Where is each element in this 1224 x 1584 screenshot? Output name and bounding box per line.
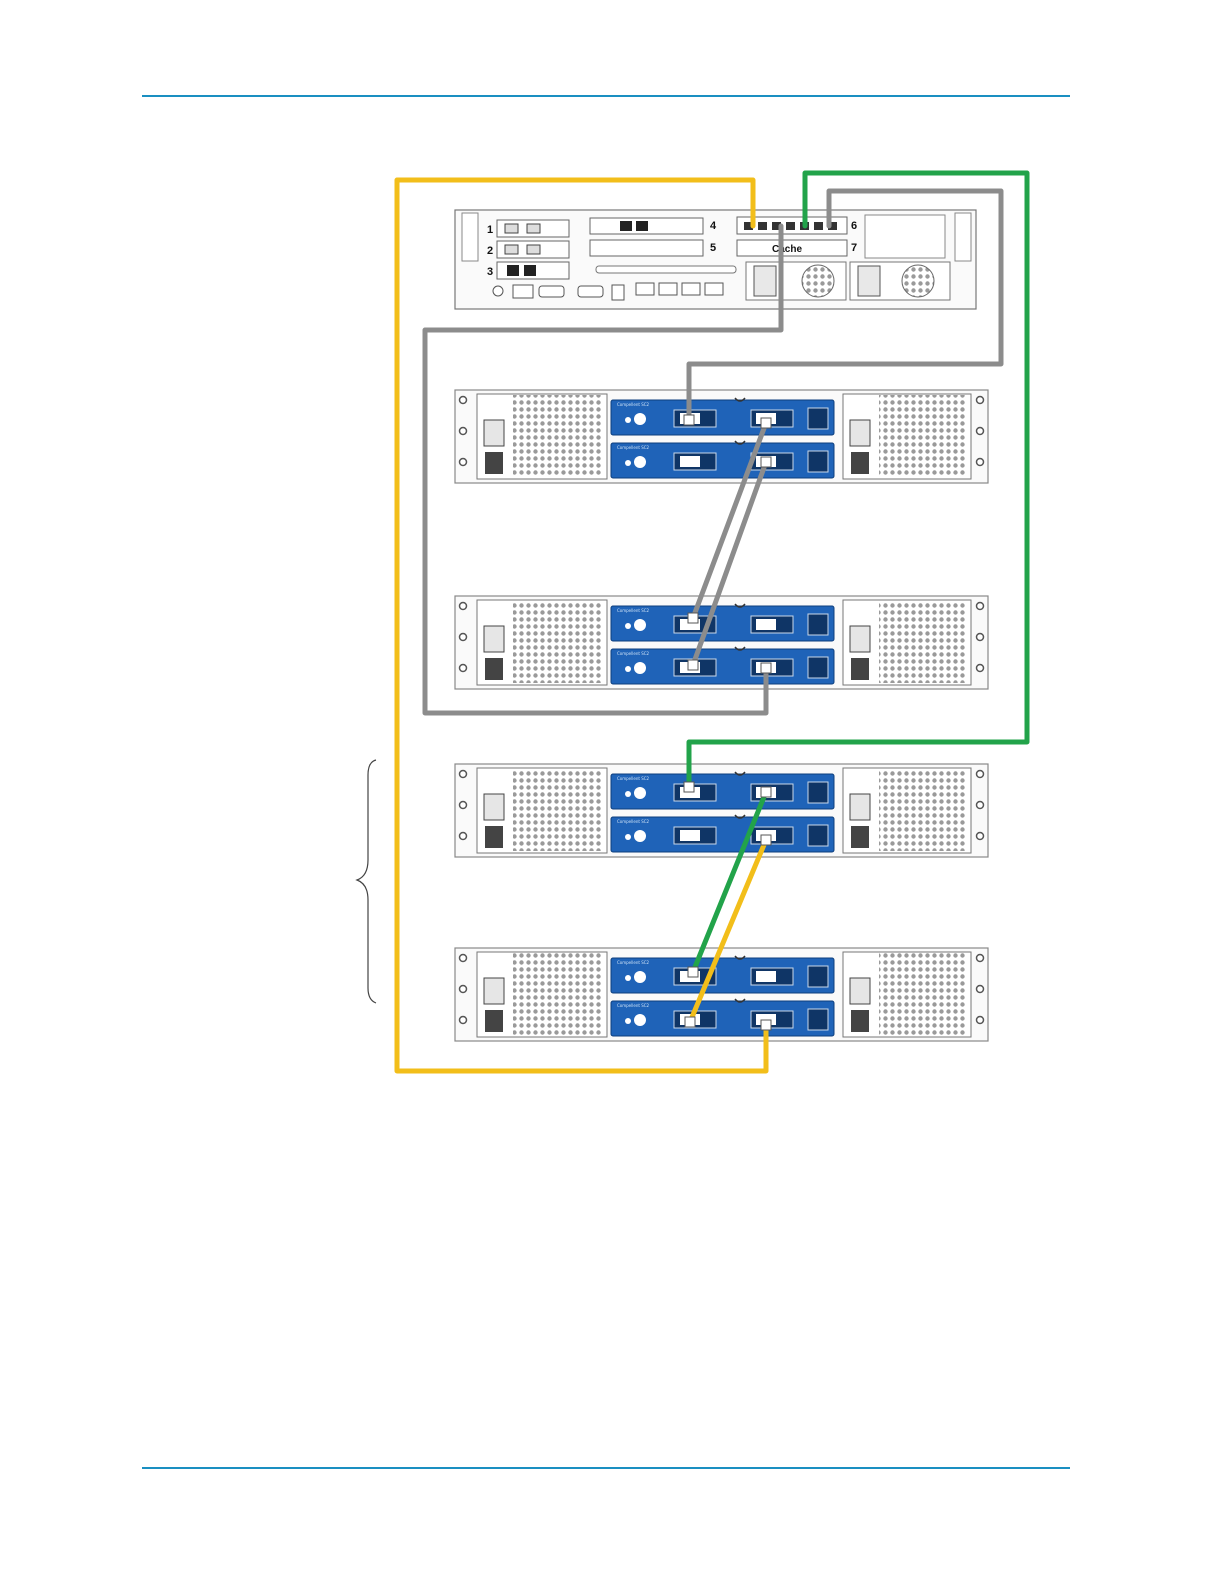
power-supply-2 bbox=[850, 262, 950, 300]
slot-number-3: 3 bbox=[487, 266, 493, 278]
io-module-top: Compellent SC2 bbox=[611, 604, 834, 641]
svg-text:Compellent SC2: Compellent SC2 bbox=[617, 402, 650, 407]
io-module-top: Compellent SC2 bbox=[611, 772, 834, 809]
io-module-top: Compellent SC2 bbox=[611, 398, 834, 435]
pcie-slot-3 bbox=[497, 262, 569, 279]
svg-text:Compellent SC2: Compellent SC2 bbox=[617, 776, 650, 781]
slot-number-2: 2 bbox=[487, 245, 493, 257]
io-module-top: Compellent SC2 bbox=[611, 956, 834, 993]
slot-number-1: 1 bbox=[487, 224, 493, 236]
slot-number-5: 5 bbox=[710, 242, 716, 254]
io-module-bottom: Compellent SC2 bbox=[611, 815, 834, 852]
pcie-slot-4 bbox=[590, 218, 703, 234]
cache-card-slot-7: Cache bbox=[737, 240, 847, 256]
svg-text:Compellent SC2: Compellent SC2 bbox=[617, 445, 650, 450]
cache-card-label: Cache bbox=[772, 244, 802, 255]
svg-text:Compellent SC2: Compellent SC2 bbox=[617, 819, 650, 824]
slot-number-6: 6 bbox=[851, 220, 857, 232]
pcie-slot-1 bbox=[497, 220, 569, 237]
power-supply-1 bbox=[746, 262, 846, 300]
storage-controller-server: 1 2 3 4 5 6 7 bbox=[455, 210, 976, 309]
svg-text:Compellent SC2: Compellent SC2 bbox=[617, 608, 650, 613]
slot-number-7: 7 bbox=[851, 242, 857, 254]
io-module-bottom: Compellent SC2 bbox=[611, 441, 834, 478]
slot-number-4: 4 bbox=[710, 220, 717, 232]
svg-text:Compellent SC2: Compellent SC2 bbox=[617, 651, 650, 656]
pcie-slot-5 bbox=[590, 240, 703, 256]
svg-text:Compellent SC2: Compellent SC2 bbox=[617, 960, 650, 965]
svg-text:Compellent SC2: Compellent SC2 bbox=[617, 1003, 650, 1008]
pcie-slot-2 bbox=[497, 241, 569, 258]
io-module-bottom: Compellent SC2 bbox=[611, 647, 834, 684]
io-module-bottom: Compellent SC2 bbox=[611, 999, 834, 1036]
group-brace bbox=[357, 760, 376, 1003]
